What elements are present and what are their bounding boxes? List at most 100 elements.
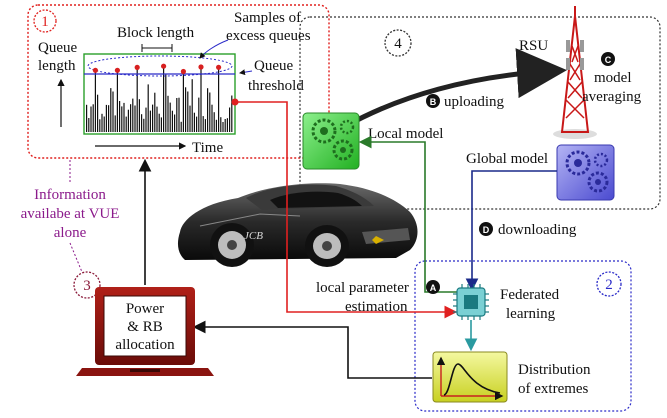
queue-bar — [105, 104, 107, 132]
queue-bar — [110, 88, 112, 132]
queue-bar — [178, 97, 180, 132]
rsu-label: RSU — [519, 38, 548, 54]
queue-bar — [152, 104, 154, 132]
queue-bar — [134, 105, 136, 132]
car-icon: JCB — [177, 183, 418, 267]
distribution-label-1: Distribution — [518, 362, 591, 378]
samples-pointer — [199, 39, 229, 59]
step-c-letter: C — [605, 55, 612, 65]
distribution-label-2: of extremes — [518, 381, 589, 397]
queue-bar — [171, 110, 173, 132]
queue-bar — [226, 118, 228, 132]
local-model-update-arrow — [358, 135, 457, 293]
queue-bar — [130, 104, 132, 132]
region-3-marker: 3 — [73, 271, 101, 299]
queue-bar — [147, 84, 149, 132]
uploading-arrow — [344, 48, 567, 129]
queue-bar — [101, 113, 103, 132]
queue-bar — [92, 104, 94, 132]
queue-bar — [154, 92, 156, 132]
federated-label-1: Federated — [500, 287, 560, 303]
queue-y-label-1: Queue — [38, 40, 77, 56]
region-4-number: 4 — [394, 36, 402, 52]
queue-bar — [180, 121, 182, 132]
queue-bar — [176, 98, 178, 132]
downloading-arrow — [465, 170, 557, 292]
model-averaging-1: model — [594, 70, 632, 86]
queue-bar — [218, 67, 220, 132]
excess-sample-dot — [198, 64, 204, 70]
queue-bar — [211, 104, 213, 132]
queue-bar — [165, 74, 167, 132]
excess-sample-dot — [114, 67, 120, 73]
federated-label-2: learning — [506, 306, 556, 322]
step-c-badge: C — [601, 52, 615, 66]
queue-bar — [125, 116, 127, 132]
excess-sample-dot — [92, 67, 98, 73]
queue-bar — [156, 106, 158, 132]
local-estimation-2: estimation — [345, 299, 408, 315]
queue-bar — [167, 95, 169, 132]
power-label-2: & RB — [127, 319, 162, 335]
power-label-3: allocation — [115, 337, 175, 353]
step-d-letter: D — [483, 225, 490, 235]
queue-bar — [94, 70, 96, 132]
queue-bar — [193, 112, 195, 132]
queue-bar — [196, 116, 198, 132]
queue-bar — [143, 118, 145, 132]
queue-bar — [90, 106, 92, 132]
queue-bar — [189, 105, 191, 132]
step-a-badge: A — [426, 280, 440, 294]
samples-label-2: excess queues — [226, 28, 311, 44]
uploading-label: uploading — [444, 94, 504, 110]
queue-data-arrow — [235, 101, 458, 319]
model-averaging-2: averaging — [582, 89, 642, 105]
laptop-icon — [76, 287, 214, 376]
step-a-letter: A — [430, 283, 437, 293]
queue-bar — [222, 122, 224, 132]
queue-bar — [138, 99, 140, 132]
queue-bars — [86, 66, 233, 132]
rsu-tower-icon — [553, 6, 597, 139]
region-3-number: 3 — [83, 278, 91, 294]
queue-bar — [202, 116, 204, 132]
queue-bar — [141, 114, 143, 132]
queue-panel: Queue length Time Block length Samples o… — [38, 10, 311, 156]
queue-bar — [116, 70, 118, 132]
queue-bar — [119, 101, 121, 132]
queue-y-label-2: length — [38, 58, 76, 74]
threshold-pointer — [239, 69, 253, 76]
queue-bar — [163, 66, 165, 132]
queue-bar — [160, 117, 162, 132]
queue-bar — [215, 119, 217, 132]
step-b-badge: B — [426, 94, 440, 108]
samples-label-1: Samples of — [234, 10, 301, 26]
threshold-label-1: Queue — [254, 58, 293, 74]
queue-bar — [198, 97, 200, 132]
local-model-label: Local model — [368, 126, 443, 142]
global-model-gears-icon — [556, 144, 615, 201]
queue-bar — [220, 117, 222, 132]
queue-bar — [112, 91, 114, 132]
queue-bar — [149, 110, 151, 132]
queue-bar — [97, 94, 99, 132]
queue-bar — [108, 105, 110, 132]
queue-bar — [229, 107, 231, 132]
queue-bar — [103, 116, 105, 132]
region-2-marker: 2 — [596, 271, 622, 297]
time-label: Time — [192, 140, 223, 156]
threshold-label-2: threshold — [248, 78, 304, 94]
queue-bar — [169, 102, 171, 132]
info-line-3: alone — [54, 225, 87, 241]
queue-bar — [114, 115, 116, 132]
step-b-letter: B — [430, 97, 437, 107]
excess-sample-markers — [92, 63, 222, 75]
queue-bar — [187, 91, 189, 132]
region-1-marker: 1 — [33, 9, 57, 33]
queue-bar — [185, 87, 187, 132]
queue-bar — [182, 71, 184, 132]
step-d-badge: D — [479, 222, 493, 236]
queue-bar — [123, 102, 125, 132]
